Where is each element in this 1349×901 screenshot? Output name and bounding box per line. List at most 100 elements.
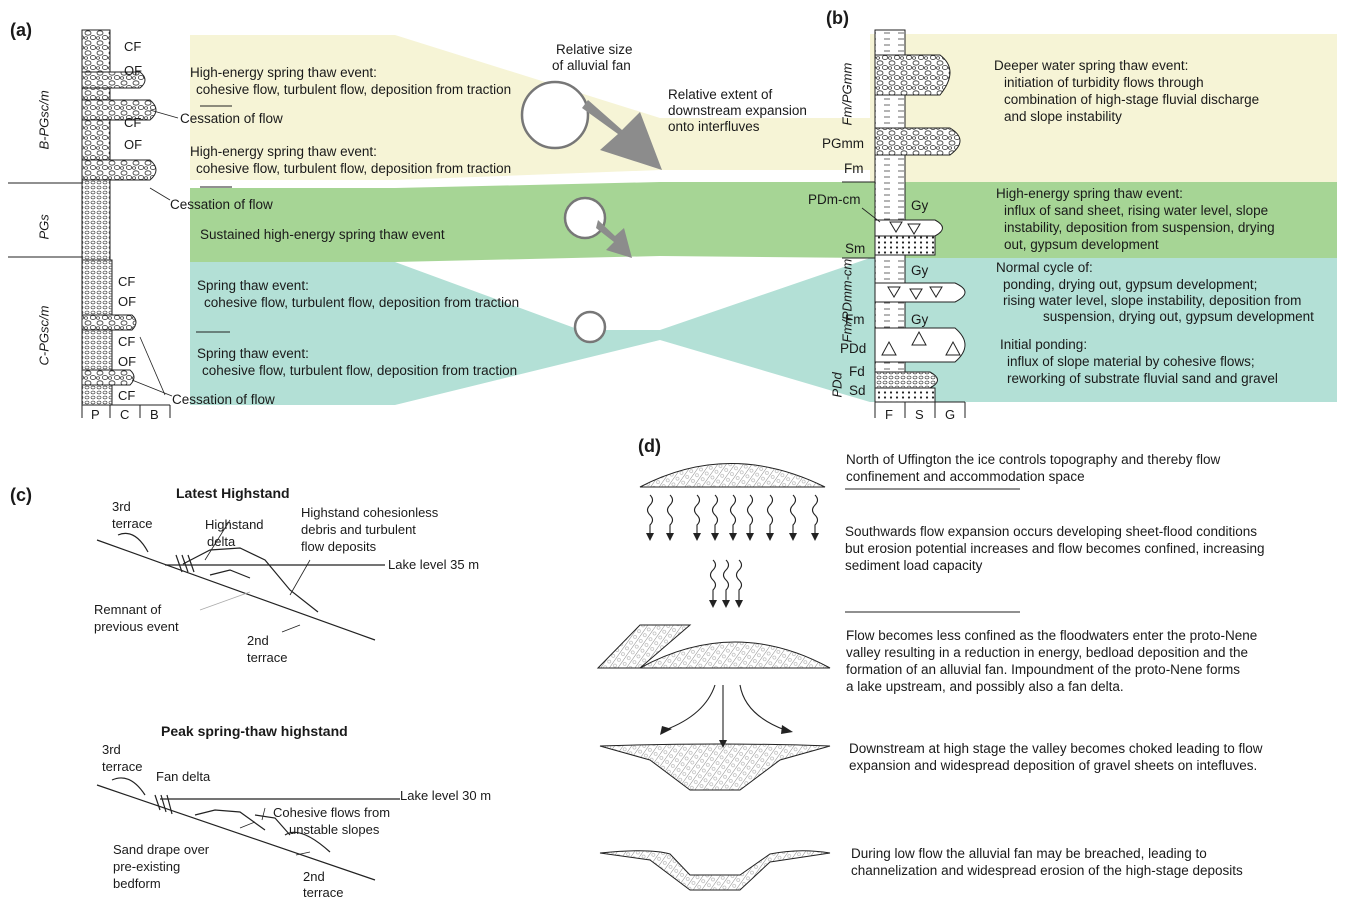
fan-section-1 [599,743,831,791]
event-title: Sustained high-energy spring thaw event [200,227,445,242]
fd-bed [874,371,938,389]
cohesive-flows-label: unstable slopes [289,822,380,837]
panel-d-sketches [596,463,1020,891]
extent-label: Relative extent of [668,87,773,102]
fan-symbols [520,80,662,344]
cessation-label: Cessation of flow [172,392,275,407]
fan-circle-small [573,310,607,344]
axis-g: G [945,407,956,422]
description-line: and slope instability [1004,109,1122,124]
unit-label-c-pgsc: C-PGsc/m [36,305,52,366]
code-gy: Gy [911,312,929,327]
yellow-band [190,34,1337,182]
hatched-valley-wall [596,624,692,669]
description-line: suspension, drying out, gypsum developme… [1043,309,1314,324]
step-line: confinement and accommodation space [846,469,1085,484]
description-title: High-energy spring thaw event: [996,186,1183,201]
highstand-delta-label: Highstand [205,517,264,532]
event-title: High-energy spring thaw event: [190,65,377,80]
fan-section-2 [599,850,831,891]
code-sd: Sd [849,383,866,398]
code-fm: Fm [844,161,864,176]
event-detail: cohesive flow, turbulent flow, depositio… [196,161,512,176]
axis-b: B [150,407,159,422]
step-line: channelization and widespread erosion of… [851,863,1243,878]
step-line: Flow becomes less confined as the floodw… [846,628,1258,643]
highstand-delta-label: delta [207,534,236,549]
lake-level-35: Lake level 35 m [388,557,480,572]
step-line: expansion and widespread deposition of g… [849,758,1258,773]
fan-delta-label: Fan delta [156,769,211,784]
description-line: initiation of turbidity flows through [1004,75,1204,90]
description-line: instability, deposition from suspension,… [1004,220,1275,235]
step-line: formation of an alluvial fan. Impoundmen… [846,662,1240,677]
description-line: reworking of substrate fluvial sand and … [1007,371,1278,386]
panel-a-log [8,29,232,418]
sand-drape-label: pre-existing [113,859,181,874]
description-line: influx of slope material by cohesive flo… [1007,354,1255,369]
code-cf: CF [118,274,136,289]
green-band [190,182,1337,262]
step-line: During low flow the alluvial fan may be … [851,846,1207,861]
step-line: but erosion potential increases and flow… [845,541,1265,556]
event-title: Spring thaw event: [197,278,309,293]
step-line: Southwards flow expansion occurs develop… [845,524,1258,539]
lake-level-30: Lake level 30 m [400,788,492,803]
ice-mound-2 [639,641,831,669]
event-title: Spring thaw event: [197,346,309,361]
code-cf: CF [124,39,142,54]
code-fd: Fd [849,364,865,379]
description-line: out, gypsum development [1004,237,1159,252]
sd-bed [874,387,936,403]
remnant-label: previous event [94,619,179,634]
pgmm-bed-top [874,54,951,96]
facies-bands [190,34,1337,405]
ice-mound-1 [639,463,826,488]
fan-size-label: Relative size [556,42,633,57]
description-line: combination of high-stage fluvial discha… [1004,92,1260,107]
axis-c: C [120,407,130,422]
code-cf: CF [118,334,136,349]
step-line: a lake upstream, and possibly also a fan… [846,679,1124,694]
code-gy: Gy [911,198,929,213]
panel-c-label: (c) [10,485,32,505]
lens-a2 [81,99,157,121]
event-title: High-energy spring thaw event: [190,144,377,159]
code-of: OF [118,294,137,309]
description-title: Initial ponding: [1000,337,1088,352]
panel-b-label: (b) [826,8,849,28]
fan-size-label: of alluvial fan [552,58,631,73]
step-line: sediment load capacity [845,558,983,573]
panel-b-log [842,29,966,418]
second-terrace-label: terrace [247,650,288,665]
code-of: OF [118,354,137,369]
latest-highstand-title: Latest Highstand [176,485,290,501]
fan-circle-medium [563,196,607,240]
lens-a5 [81,369,135,386]
step-line: Downstream at high stage the valley beco… [849,741,1263,756]
code-cf: CF [124,115,142,130]
pgmm-bed [874,127,961,156]
code-pgmm: PGmm [822,136,864,151]
event-detail: cohesive flow, turbulent flow, depositio… [202,363,518,378]
cessation-label: Cessation of flow [170,197,273,212]
description-title: Normal cycle of: [996,260,1093,275]
panel-a-label: (a) [10,20,32,40]
sand-drape-label: Sand drape over [113,842,210,857]
code-pdd: PDd [840,341,867,356]
panel-d-label: (d) [638,436,661,456]
remnant-label: Remnant of [94,602,162,617]
event-detail: cohesive flow, turbulent flow, depositio… [196,82,512,97]
code-pdm-cm: PDm-cm [808,192,861,207]
code-gy: Gy [911,263,929,278]
sand-bed-sm [874,219,943,237]
second-terrace-label: 2nd [247,633,269,648]
cohesive-flows-label: Cohesive flows from [273,805,391,820]
unit-label-b-pgsc: B-PGsc/m [36,90,52,150]
third-terrace-label: terrace [102,759,143,774]
peak-highstand-title: Peak spring-thaw highstand [161,723,348,739]
unit-label-fm-pgmm: Fm/PGmm [839,62,855,126]
description-title: Deeper water spring thaw event: [994,58,1189,73]
unit-label-pdd: PDd [829,372,845,398]
sm-dots [874,235,936,256]
